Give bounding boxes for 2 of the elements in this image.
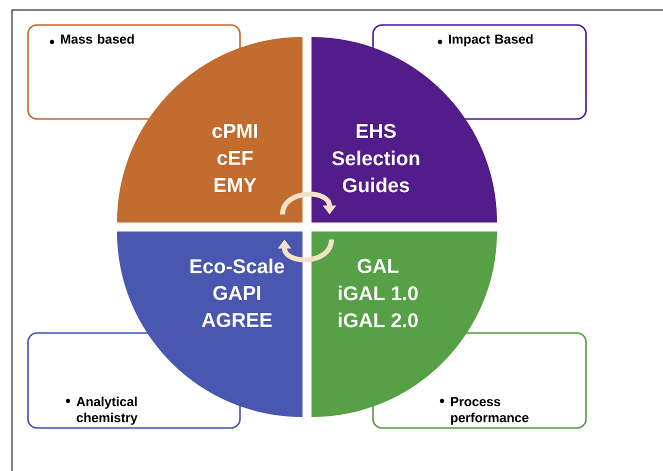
text-box: Analytical chemistry xyxy=(27,332,241,429)
text-box: Process performance xyxy=(372,332,587,429)
